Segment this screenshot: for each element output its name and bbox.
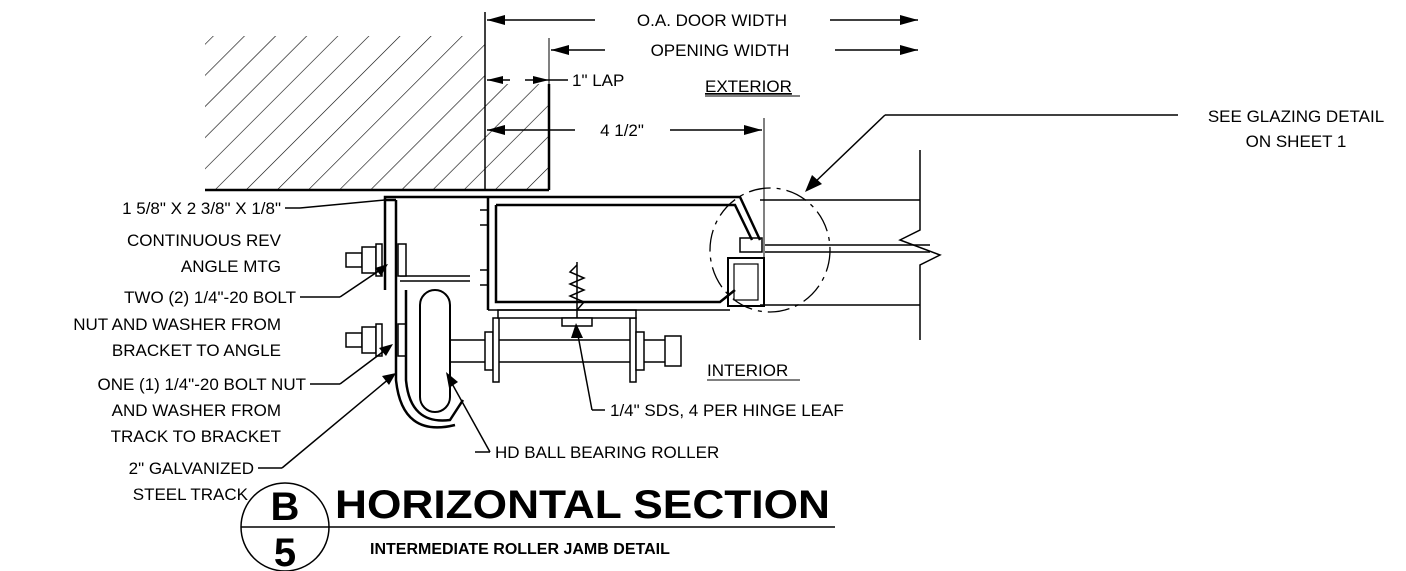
one-bolt-line-1: ONE (1) 1/4"-20 BOLT NUT	[97, 375, 306, 394]
detail-letter: B	[271, 485, 300, 529]
track-line-1: 2" GALVANIZED	[129, 459, 254, 478]
ball-bearing-roller	[419, 289, 451, 413]
interior-label: INTERIOR	[707, 361, 788, 380]
callout-angle: 1 5/8" X 2 3/8" X 1/8" CONTINUOUS REV AN…	[122, 199, 282, 276]
drawing-title: HORIZONTAL SECTION	[335, 483, 830, 527]
callout-two-bolt: TWO (2) 1/4"-20 BOLT NUT AND WASHER FROM…	[73, 288, 296, 360]
bolt-lower	[345, 323, 407, 357]
callout-one-bolt: ONE (1) 1/4"-20 BOLT NUT AND WASHER FROM…	[97, 375, 306, 446]
oa-door-width-label: O.A. DOOR WIDTH	[637, 11, 787, 30]
dimension-opening-width: OPENING WIDTH	[548, 38, 918, 84]
two-bolt-line-3: BRACKET TO ANGLE	[112, 341, 281, 360]
steel-track	[394, 290, 465, 429]
one-bolt-line-3: TRACK TO BRACKET	[111, 427, 281, 446]
drawing-subtitle: INTERMEDIATE ROLLER JAMB DETAIL	[370, 541, 670, 558]
sds-screw	[568, 262, 586, 318]
opening-width-label: OPENING WIDTH	[651, 41, 790, 60]
sheet-number: 5	[274, 531, 296, 571]
two-bolt-line-2: NUT AND WASHER FROM	[73, 315, 281, 334]
wall-section	[205, 12, 551, 192]
title-block: B 5 HORIZONTAL SECTION INTERMEDIATE ROLL…	[240, 482, 835, 571]
callout-track: 2" GALVANIZED STEEL TRACK	[129, 459, 254, 504]
callout-sds: 1/4" SDS, 4 PER HINGE LEAF	[610, 401, 844, 420]
dimension-offset: 4 1/2"	[487, 118, 765, 300]
angle-line-3: ANGLE MTG	[181, 257, 281, 276]
glazing-line-2: ON SHEET 1	[1246, 132, 1347, 151]
one-bolt-line-2: AND WASHER FROM	[112, 401, 281, 420]
callout-roller: HD BALL BEARING ROLLER	[495, 443, 719, 462]
two-bolt-line-1: TWO (2) 1/4"-20 BOLT	[124, 288, 296, 307]
glazing-detail-circle	[709, 187, 831, 313]
angle-line-1: 1 5/8" X 2 3/8" X 1/8"	[122, 199, 281, 218]
leader-lines	[258, 114, 1178, 469]
exterior-label: EXTERIOR	[705, 77, 792, 96]
glazing-frame	[727, 237, 765, 307]
lap-label: 1" LAP	[572, 71, 624, 90]
dimension-oa-door-width: O.A. DOOR WIDTH	[487, 11, 918, 30]
track-line-2: STEEL TRACK	[133, 485, 249, 504]
glazing-line-1: SEE GLAZING DETAIL	[1208, 107, 1384, 126]
offset-label: 4 1/2"	[600, 121, 644, 140]
roller-axle-bracket	[450, 309, 682, 383]
angle-line-2: CONTINUOUS REV	[127, 231, 282, 250]
dimension-lap: 1" LAP	[487, 71, 624, 90]
bolt-upper	[345, 243, 407, 277]
callout-glazing: SEE GLAZING DETAIL ON SHEET 1	[1208, 107, 1384, 151]
